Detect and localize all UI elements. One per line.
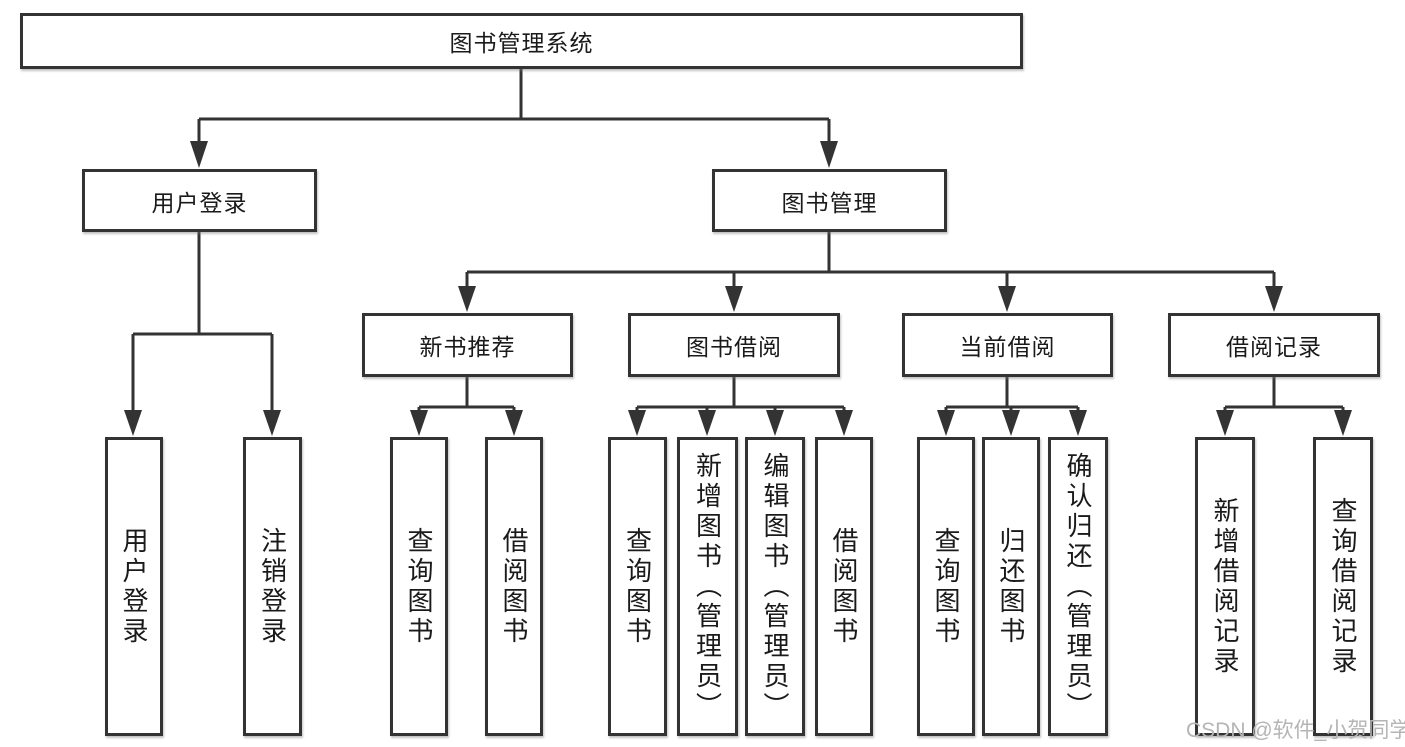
- leaf-add-borrow-record: 新增借阅记录: [1195, 437, 1255, 736]
- arrowheads: [124, 141, 1352, 436]
- leaf-label: 注销登录: [257, 526, 288, 647]
- leaf-borrow-books: 借阅图书: [485, 437, 543, 736]
- leaf-label: 借阅图书: [829, 526, 859, 647]
- csdn-watermark: CSDN @软件_小贺同学: [1186, 719, 1405, 742]
- node-user-login: 用户登录: [82, 169, 317, 232]
- node-label: 当前借阅: [959, 334, 1056, 360]
- leaf-edit-books-admin: 编辑图书（管理员）: [745, 437, 805, 736]
- leaf-query-books: 查询图书: [917, 437, 975, 736]
- leaf-label: 新增图书（管理员）: [692, 451, 723, 722]
- leaf-label: 新增借阅记录: [1210, 496, 1240, 677]
- node-label: 新书推荐: [419, 334, 516, 360]
- node-current-borrowing: 当前借阅: [902, 313, 1113, 377]
- leaf-return-books: 归还图书: [982, 437, 1040, 736]
- leaf-label: 编辑图书（管理员）: [760, 451, 790, 722]
- leaf-label: 查询图书: [404, 526, 434, 647]
- node-label: 借阅记录: [1226, 334, 1322, 360]
- leaf-label: 确认归还（管理员）: [1063, 451, 1093, 722]
- leaf-label: 用户登录: [119, 526, 149, 647]
- leaf-query-books: 查询图书: [390, 437, 448, 736]
- node-book-management: 图书管理: [712, 169, 947, 232]
- node-label: 图书管理: [781, 189, 878, 216]
- node-book-borrowing: 图书借阅: [628, 313, 840, 377]
- leaf-add-books-admin: 新增图书（管理员）: [677, 437, 738, 736]
- leaf-borrow-books: 借阅图书: [815, 437, 873, 736]
- node-borrowing-records: 借阅记录: [1168, 313, 1380, 377]
- leaf-query-borrow-record: 查询借阅记录: [1313, 437, 1373, 736]
- leaf-label: 查询借阅记录: [1328, 496, 1358, 677]
- node-library-management-system: 图书管理系统: [20, 13, 1023, 69]
- leaf-label: 借阅图书: [499, 526, 529, 647]
- leaf-label: 归还图书: [996, 526, 1026, 647]
- node-label: 图书管理系统: [449, 30, 594, 56]
- leaf-user-login: 用户登录: [105, 437, 163, 736]
- node-new-book-recommend: 新书推荐: [362, 313, 573, 377]
- leaf-confirm-return-admin: 确认归还（管理员）: [1048, 437, 1108, 736]
- leaf-label: 查询图书: [622, 526, 653, 647]
- node-label: 用户登录: [151, 189, 248, 216]
- leaf-label: 查询图书: [931, 526, 961, 647]
- leaf-query-books: 查询图书: [608, 437, 667, 736]
- node-label: 图书借阅: [686, 334, 782, 360]
- leaf-logout: 注销登录: [243, 437, 302, 736]
